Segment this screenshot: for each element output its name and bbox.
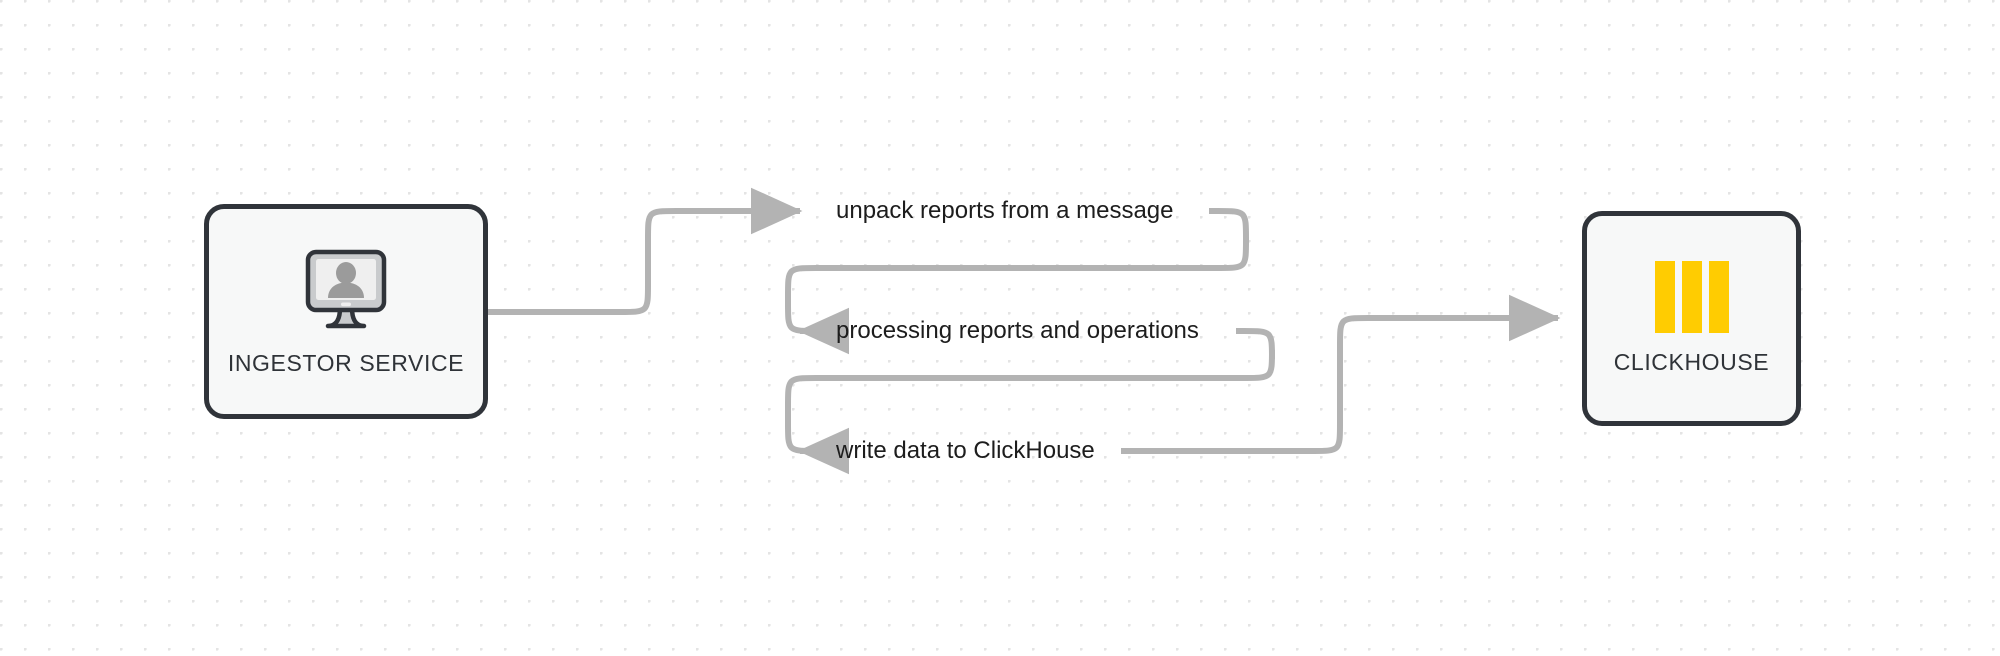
edge-label-write-data: write data to ClickHouse — [836, 437, 1095, 464]
connector-ingestor-to-unpack — [488, 187, 803, 315]
node-label-ingestor-service: INGESTOR SERVICE — [227, 350, 465, 376]
node-clickhouse[interactable]: CLICKHOUSE — [1582, 211, 1801, 426]
edge-label-unpack-reports: unpack reports from a message — [836, 197, 1174, 224]
clickhouse-bars-icon — [1649, 261, 1735, 333]
monitor-user-icon — [298, 246, 394, 334]
edge-label-processing-reports: processing reports and operations — [836, 317, 1199, 344]
connector-processing-to-write — [785, 328, 1275, 475]
connector-unpack-to-processing — [785, 208, 1249, 355]
node-ingestor-service[interactable]: INGESTOR SERVICE — [204, 204, 488, 419]
node-label-clickhouse: CLICKHOUSE — [1613, 349, 1770, 375]
